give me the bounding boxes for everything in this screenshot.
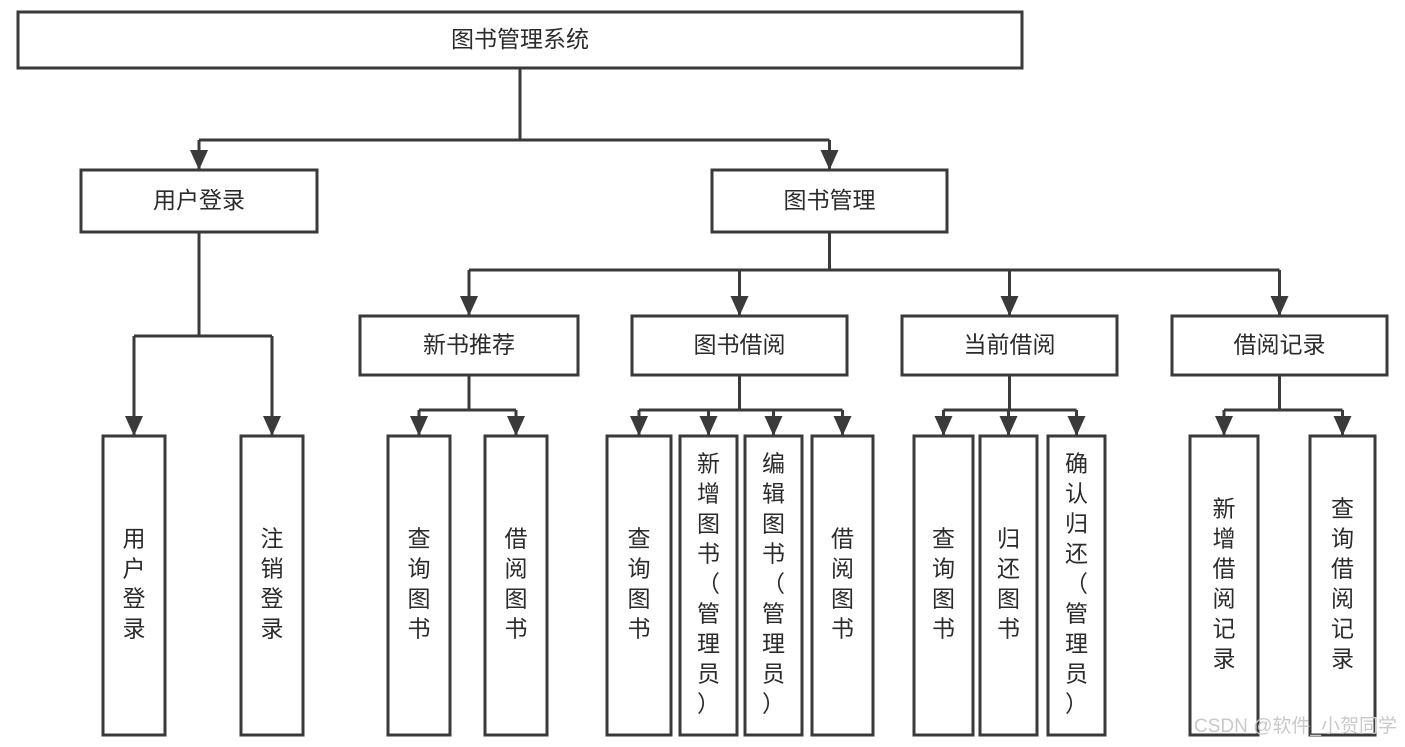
node-book-manage[interactable]: 图书管理 <box>710 168 949 234</box>
node-leaf-add-book[interactable]: 新增图书（管理员） <box>678 434 739 737</box>
node-current-borrow[interactable]: 当前借阅 <box>900 314 1119 377</box>
node-new-book-rec[interactable]: 新书推荐 <box>358 314 580 377</box>
node-box[interactable] <box>912 434 975 737</box>
node-book-borrow[interactable]: 图书借阅 <box>630 314 849 377</box>
node-layer: 图书管理系统用户登录图书管理新书推荐图书借阅当前借阅借阅记录用户登录注销登录查询… <box>16 10 1389 737</box>
arrow-head-icon <box>1215 416 1233 436</box>
node-label: 确认归还（管理员） <box>1065 451 1088 717</box>
node-leaf-query-book-3[interactable]: 查询图书 <box>912 434 975 737</box>
node-box[interactable] <box>1308 434 1377 737</box>
node-leaf-return-book[interactable]: 归还图书 <box>978 434 1039 737</box>
node-box[interactable] <box>743 434 804 737</box>
arrow-head-icon <box>999 416 1018 436</box>
node-label: 新书推荐 <box>423 332 515 358</box>
node-label: 图书管理 <box>784 187 876 213</box>
arrow-head-icon <box>460 296 478 316</box>
node-box[interactable] <box>483 434 549 737</box>
arrow-head-icon <box>125 416 143 436</box>
node-leaf-query-book-2[interactable]: 查询图书 <box>605 434 673 737</box>
node-leaf-query-book-1[interactable]: 查询图书 <box>386 434 452 737</box>
arrow-head-icon <box>507 416 525 436</box>
arrow-head-icon <box>699 416 718 436</box>
node-label: 图书借阅 <box>694 332 786 358</box>
arrow-head-icon <box>410 416 428 436</box>
node-box[interactable] <box>900 314 1119 377</box>
node-label: 新增图书（管理员） <box>697 451 720 717</box>
node-label: 注销登录 <box>261 526 284 642</box>
csdn-watermark: CSDN @软件_小贺同学 <box>1194 715 1397 737</box>
node-root[interactable]: 图书管理系统 <box>16 10 1024 70</box>
node-box[interactable] <box>101 434 167 737</box>
node-label: 查询图书 <box>408 526 431 642</box>
node-box[interactable] <box>16 10 1024 70</box>
node-box[interactable] <box>630 314 849 377</box>
node-leaf-query-record[interactable]: 查询借阅记录 <box>1308 434 1377 737</box>
node-label: 查询借阅记录 <box>1331 496 1354 672</box>
node-leaf-add-record[interactable]: 新增借阅记录 <box>1188 434 1260 737</box>
arrow-head-icon <box>190 150 208 170</box>
node-box[interactable] <box>358 314 580 377</box>
node-box[interactable] <box>605 434 673 737</box>
arrow-head-icon <box>1270 296 1289 316</box>
node-box[interactable] <box>1188 434 1260 737</box>
node-box[interactable] <box>710 168 949 234</box>
arrow-head-icon <box>1333 416 1352 436</box>
arrow-head-icon <box>263 416 281 436</box>
node-box[interactable] <box>978 434 1039 737</box>
node-box[interactable] <box>79 168 319 234</box>
node-label: 借阅记录 <box>1234 332 1326 358</box>
node-box[interactable] <box>678 434 739 737</box>
node-label: 查询图书 <box>932 526 955 642</box>
node-label: 新增借阅记录 <box>1213 496 1236 672</box>
node-leaf-user-logout[interactable]: 注销登录 <box>239 434 305 737</box>
node-leaf-user-login[interactable]: 用户登录 <box>101 434 167 737</box>
arrow-head-icon <box>1067 416 1086 436</box>
node-label: 查询图书 <box>628 526 651 642</box>
node-label: 归还图书 <box>997 526 1020 642</box>
node-leaf-confirm-return[interactable]: 确认归还（管理员） <box>1046 434 1107 737</box>
node-leaf-borrow-book-2[interactable]: 借阅图书 <box>810 434 875 737</box>
node-label: 用户登录 <box>153 187 245 213</box>
node-leaf-edit-book[interactable]: 编辑图书（管理员） <box>743 434 804 737</box>
arrow-head-icon <box>1000 296 1019 316</box>
node-label: 图书管理系统 <box>451 26 589 52</box>
node-borrow-record[interactable]: 借阅记录 <box>1170 314 1389 377</box>
node-box[interactable] <box>810 434 875 737</box>
node-box[interactable] <box>1046 434 1107 737</box>
arrow-head-icon <box>630 416 648 436</box>
node-label: 用户登录 <box>123 526 146 642</box>
connector-layer <box>125 68 1352 436</box>
node-user-login[interactable]: 用户登录 <box>79 168 319 234</box>
node-label: 借阅图书 <box>505 526 528 642</box>
node-box[interactable] <box>386 434 452 737</box>
node-label: 借阅图书 <box>831 526 854 642</box>
arrow-head-icon <box>820 150 839 170</box>
arrow-head-icon <box>764 416 783 436</box>
node-leaf-borrow-book-1[interactable]: 借阅图书 <box>483 434 549 737</box>
arrow-head-icon <box>833 416 852 436</box>
node-box[interactable] <box>1170 314 1389 377</box>
arrow-head-icon <box>934 416 953 436</box>
node-label: 编辑图书（管理员） <box>762 451 785 717</box>
node-label: 当前借阅 <box>964 332 1056 358</box>
arrow-head-icon <box>730 296 749 316</box>
node-box[interactable] <box>239 434 305 737</box>
